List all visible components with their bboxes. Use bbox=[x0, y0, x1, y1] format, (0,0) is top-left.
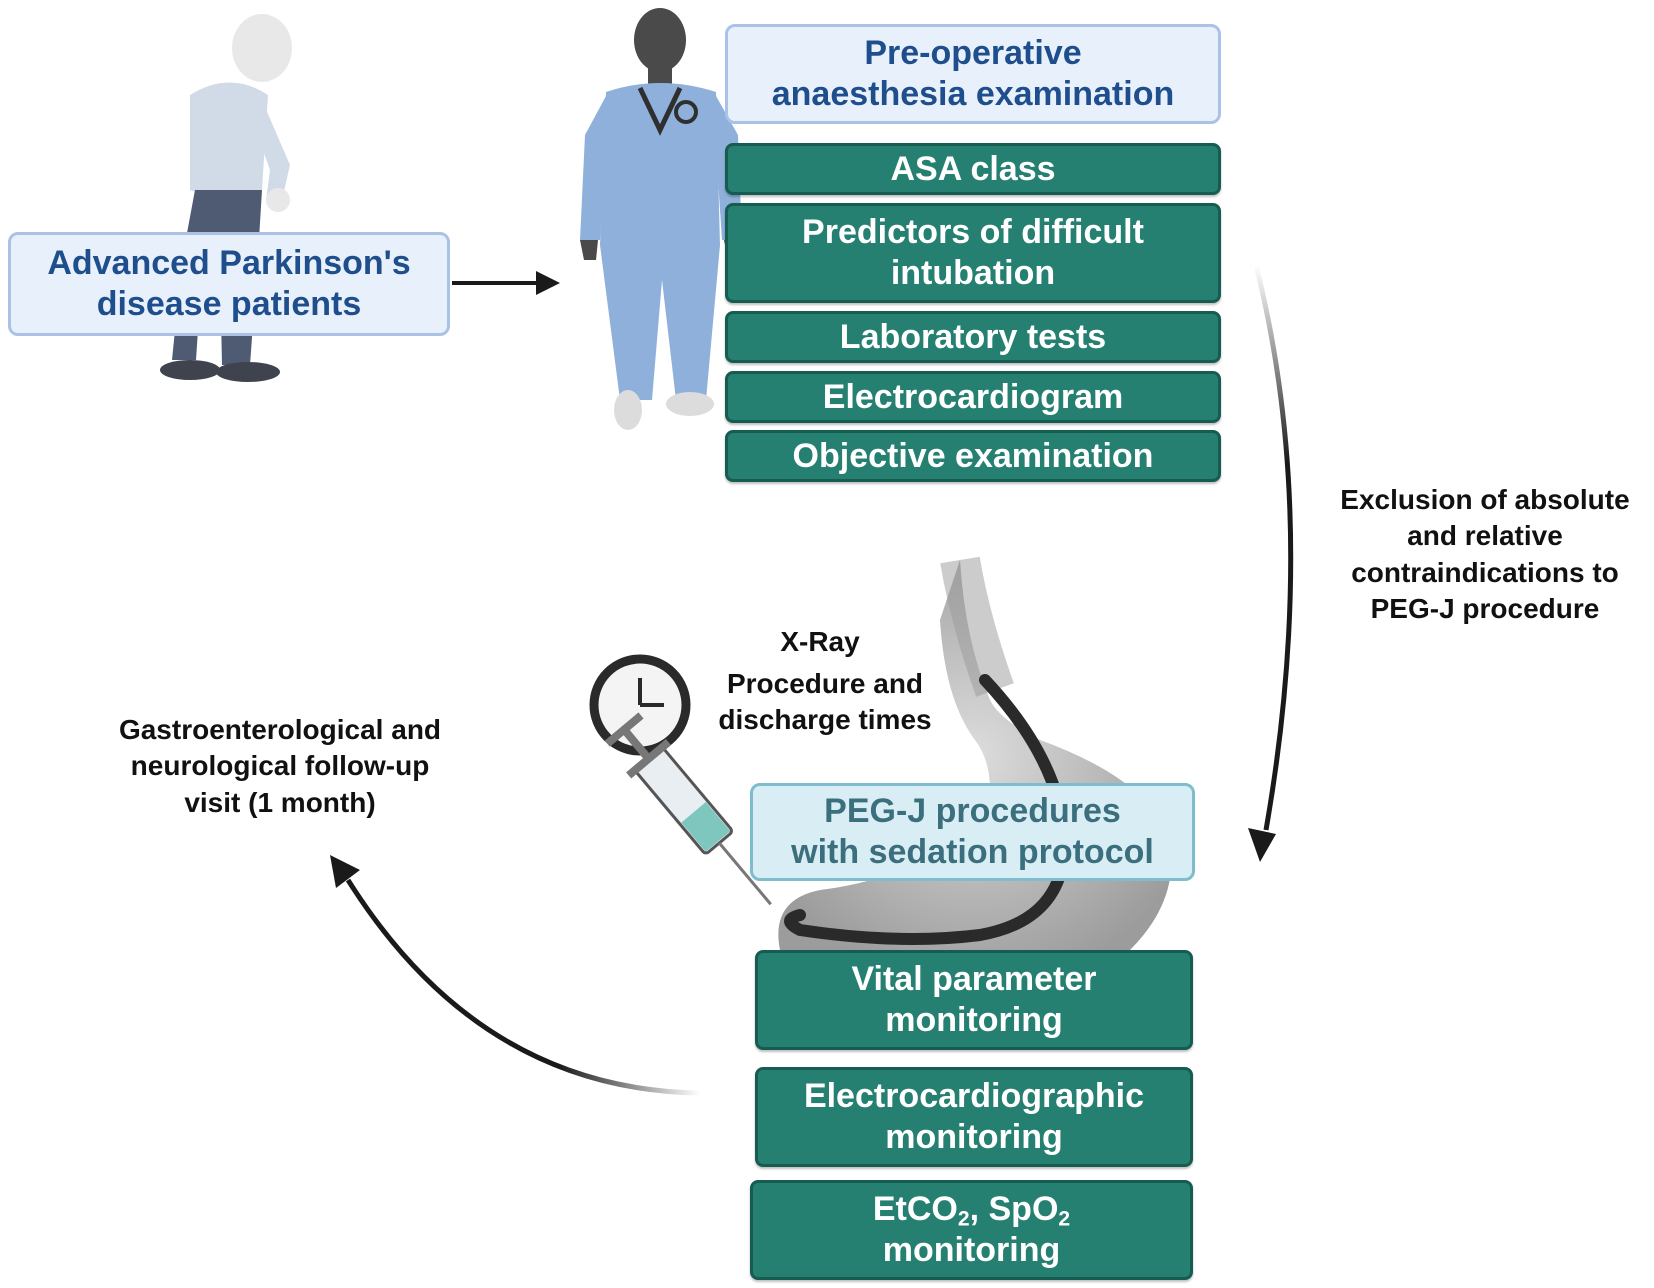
preop-item-intubation: Predictors of difficult intubation bbox=[725, 203, 1221, 303]
arrow-exclusion bbox=[1248, 264, 1294, 862]
etco2-sub: 2 bbox=[957, 1207, 970, 1231]
preop-line-2: anaesthesia examination bbox=[771, 75, 1175, 113]
times-label: Procedure and discharge times bbox=[690, 666, 960, 739]
doctor-icon bbox=[580, 8, 742, 430]
monitoring-vital-line-1: Vital parameter bbox=[851, 960, 1097, 999]
arrow-to-doctor bbox=[452, 271, 560, 295]
arrow-followup bbox=[330, 855, 701, 1096]
patients-line-1: Advanced Parkinson's bbox=[47, 244, 411, 283]
pegj-line-2: with sedation protocol bbox=[791, 833, 1154, 871]
followup-label: Gastroenterological and neurological fol… bbox=[90, 712, 470, 821]
monitoring-vital-line-2: monitoring bbox=[885, 1001, 1063, 1039]
preop-item-ecg: Electrocardiogram bbox=[725, 371, 1221, 423]
pegj-line-1: PEG-J procedures bbox=[824, 792, 1121, 831]
exclusion-line-4: PEG-J procedure bbox=[1370, 593, 1600, 625]
xray-text: X-Ray bbox=[780, 626, 860, 657]
monitoring-gas-line-1: EtCO2, SpO2 bbox=[873, 1189, 1070, 1230]
monitoring-ecg: Electrocardiographic monitoring bbox=[755, 1067, 1193, 1167]
exclusion-line-3: contraindications to bbox=[1351, 556, 1619, 588]
times-line-2: discharge times bbox=[718, 704, 932, 736]
followup-line-1: Gastroenterological and bbox=[118, 714, 442, 745]
clock-icon bbox=[589, 654, 691, 756]
patients-line-2: disease patients bbox=[96, 285, 362, 323]
exclusion-line-1: Exclusion of absolute bbox=[1340, 484, 1630, 515]
patients-box: Advanced Parkinson's disease patients bbox=[8, 232, 450, 336]
preop-item-intubation-line-2: intubation bbox=[890, 254, 1056, 292]
preop-line-1: Pre-operative bbox=[864, 34, 1082, 73]
monitoring-gas: EtCO2, SpO2 monitoring bbox=[750, 1180, 1193, 1280]
stomach-icon bbox=[778, 556, 1172, 950]
exclusion-label: Exclusion of absolute and relative contr… bbox=[1320, 482, 1650, 628]
preop-item-objective-text: Objective examination bbox=[792, 436, 1154, 475]
followup-line-3: visit (1 month) bbox=[184, 786, 376, 818]
xray-label: X-Ray bbox=[720, 624, 920, 660]
followup-line-2: neurological follow-up bbox=[130, 750, 430, 782]
syringe-icon bbox=[604, 712, 772, 906]
preop-header-box: Pre-operative anaesthesia examination bbox=[725, 24, 1221, 124]
preop-item-asa: ASA class bbox=[725, 143, 1221, 195]
monitoring-ecg-line-2: monitoring bbox=[885, 1118, 1063, 1156]
monitoring-gas-line-2: monitoring bbox=[882, 1231, 1061, 1269]
preop-item-intubation-line-1: Predictors of difficult bbox=[802, 213, 1144, 252]
spo2-text: SpO bbox=[988, 1190, 1059, 1229]
preop-item-lab: Laboratory tests bbox=[725, 311, 1221, 363]
pegj-box: PEG-J procedures with sedation protocol bbox=[750, 783, 1195, 881]
exclusion-line-2: and relative bbox=[1407, 520, 1563, 552]
times-line-1: Procedure and bbox=[726, 668, 924, 699]
preop-item-ecg-text: Electrocardiogram bbox=[822, 377, 1124, 416]
etco2-text: EtCO bbox=[872, 1190, 958, 1229]
gas-separator: , bbox=[969, 1190, 989, 1229]
preop-item-objective: Objective examination bbox=[725, 430, 1221, 482]
preop-item-lab-text: Laboratory tests bbox=[839, 317, 1107, 356]
monitoring-vital: Vital parameter monitoring bbox=[755, 950, 1193, 1050]
monitoring-ecg-line-1: Electrocardiographic bbox=[803, 1077, 1145, 1116]
spo2-sub: 2 bbox=[1058, 1207, 1071, 1231]
preop-item-asa-text: ASA class bbox=[890, 149, 1056, 188]
